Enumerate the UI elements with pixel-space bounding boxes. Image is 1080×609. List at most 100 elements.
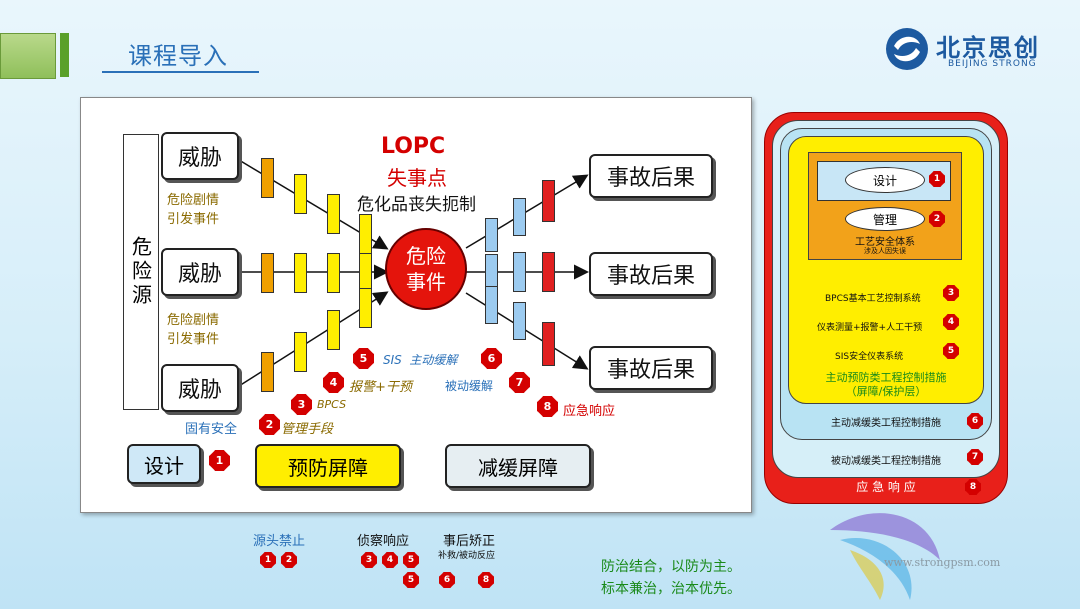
barrier-yellow: [359, 288, 372, 328]
barrier-blue: [485, 286, 498, 324]
barrier-red: [542, 252, 555, 292]
layer-bpcs-label: BPCS基本工艺控制系统: [825, 294, 921, 304]
bottom-badge-4: 4: [382, 552, 398, 568]
consequence-box-3: 事故后果: [589, 346, 713, 390]
barrier-blue: [513, 302, 526, 340]
bottom-col-3-title: 事后矫正: [443, 534, 496, 549]
barrier-blue: [513, 252, 526, 292]
threat-box-1: 威胁: [161, 132, 239, 180]
website-watermark: www.strongpsm.com: [884, 556, 1001, 569]
header-bar: [60, 33, 69, 77]
title-underline: [102, 71, 259, 73]
consequence-label: 事故后果: [606, 264, 695, 289]
management-pill: 管理: [845, 207, 925, 231]
layer-badge-6: 6: [967, 413, 983, 429]
marker-3-badge: 3: [291, 394, 312, 415]
marker-2-badge: 2: [259, 414, 280, 435]
threat-label: 威胁: [177, 146, 222, 171]
marker-8-badge: 8: [537, 396, 558, 417]
motto-line-1: 防治结合，以防为主。: [601, 559, 741, 575]
barrier-red: [542, 322, 555, 366]
bottom-badge-6: 6: [439, 572, 455, 588]
motto-line-2: 标本兼治，治本优先。: [601, 581, 741, 597]
layer-badge-5: 5: [943, 343, 959, 359]
hazard-source: 危险源: [123, 134, 159, 410]
barrier-yellow: [359, 253, 372, 293]
logo-icon: [886, 28, 928, 70]
layer-passive-label: 被动减缓类工程控制措施: [831, 456, 941, 467]
bottom-badge-8: 8: [478, 572, 494, 588]
barrier-yellow: [327, 194, 340, 234]
threat-label: 威胁: [177, 262, 222, 287]
marker-3-text: BPCS: [317, 398, 347, 411]
design-pill: 设计: [845, 167, 925, 193]
barrier-blue: [485, 218, 498, 252]
marker-1-badge: 1: [209, 450, 230, 471]
hazard-event-label: 危险 事件: [406, 244, 446, 294]
consequence-label: 事故后果: [606, 358, 695, 383]
marker-5-badge: 5: [353, 348, 374, 369]
layer-alarm-label: 仪表测量+报警+人工干预: [817, 323, 923, 333]
lopc-title: LOPC: [381, 134, 446, 159]
layer-active-mitigation-label: 主动减缓类工程控制措施: [831, 418, 941, 429]
lopc-subtitle: 失事点: [387, 166, 447, 190]
bottom-badge-5b: 5: [403, 572, 419, 588]
mitigation-barrier-box: 减缓屏障: [445, 444, 591, 488]
layer-emergency-label: 应 急 响 应: [856, 480, 916, 494]
barrier-red: [542, 180, 555, 222]
barrier-orange: [261, 158, 274, 198]
logo-subtitle: BEIJING STRONG: [948, 59, 1037, 69]
layer-badge-8: 8: [965, 479, 981, 495]
bottom-badge-3: 3: [361, 552, 377, 568]
design-pill-label: 设计: [872, 173, 897, 188]
barrier-yellow: [294, 174, 307, 214]
inherent-safety-label: 固有安全: [185, 422, 238, 437]
marker-7-text: 被动缓解: [445, 379, 494, 393]
layer-badge-1: 1: [929, 171, 945, 187]
threat-box-2: 威胁: [161, 248, 239, 296]
barrier-yellow: [294, 332, 307, 372]
marker-4-text: 报警+干预: [349, 380, 412, 395]
logo-name: 北京思创: [936, 34, 1040, 62]
layer-badge-3: 3: [943, 285, 959, 301]
barrier-yellow: [359, 214, 372, 254]
prevention-barrier-box: 预防屏障: [255, 444, 401, 488]
threat-box-3: 威胁: [161, 364, 239, 412]
mitigation-label: 减缓屏障: [478, 455, 558, 480]
marker-2-text: 管理手段: [281, 422, 334, 437]
layer-badge-4: 4: [943, 314, 959, 330]
marker-4-badge: 4: [323, 372, 344, 393]
management-pill-label: 管理: [872, 212, 897, 227]
bottom-badge-5: 5: [403, 552, 419, 568]
design-label: 设计: [144, 453, 184, 478]
barrier-blue: [513, 198, 526, 236]
process-safety-sub: 涉及人因失误: [864, 247, 906, 255]
page-title: 课程导入: [128, 42, 228, 70]
layer-sis-label: SIS安全仪表系统: [835, 352, 904, 362]
prevention-label: 预防屏障: [288, 455, 368, 480]
barrier-yellow: [327, 310, 340, 350]
bottom-col-3-sub: 补救/被动反应: [438, 551, 496, 561]
barrier-orange: [261, 253, 274, 293]
bowtie-diagram: 危险源 威胁 威胁 威胁 危险剧情 引发事件 危险剧情 引发事件 LOPC 失事…: [80, 97, 752, 513]
layer-badge-7: 7: [967, 449, 983, 465]
decorative-swirl: [830, 513, 940, 600]
scenario-label-1: 危险剧情 引发事件: [167, 193, 220, 227]
barrier-yellow: [294, 253, 307, 293]
marker-5-text: SIS 主动缓解: [383, 353, 458, 367]
layer-active-title: 主动预防类工程控制措施 （屏障/保护层）: [825, 371, 947, 398]
threat-label: 威胁: [177, 378, 222, 403]
consequence-label: 事故后果: [606, 166, 695, 191]
hazard-event: 危险 事件: [385, 228, 467, 310]
lopc-description: 危化品丧失扼制: [357, 195, 476, 215]
consequence-box-1: 事故后果: [589, 154, 713, 198]
barrier-orange: [261, 352, 274, 392]
design-box: 设计: [127, 444, 201, 484]
consequence-box-2: 事故后果: [589, 252, 713, 296]
marker-6-badge: 6: [481, 348, 502, 369]
header-square: [0, 33, 56, 79]
logo: 北京思创 BEIJING STRONG: [884, 26, 1059, 74]
marker-7-badge: 7: [509, 372, 530, 393]
layer-process-safety: 设计 1 管理 2 工艺安全体系 涉及人因失误: [808, 152, 962, 260]
bottom-badge-2: 2: [281, 552, 297, 568]
